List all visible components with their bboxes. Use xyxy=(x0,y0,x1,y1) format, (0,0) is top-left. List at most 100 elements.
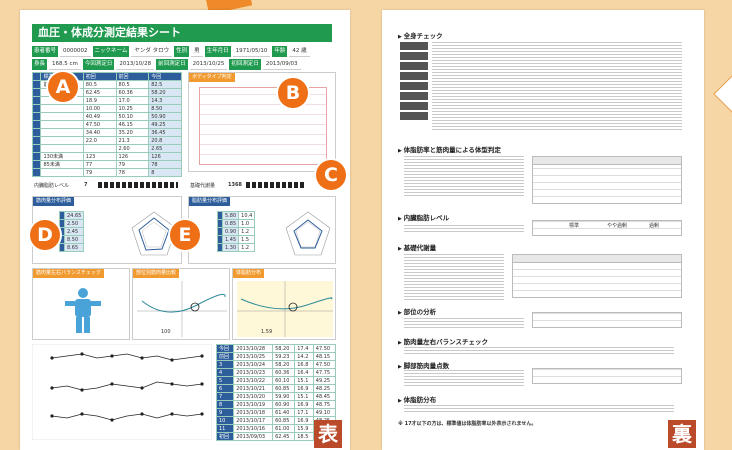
table-cell: 126 xyxy=(115,152,150,161)
info-value: 2013/10/28 xyxy=(116,59,155,70)
table-cell: 8.50 xyxy=(63,235,85,244)
visceral-value: 7 xyxy=(84,182,88,188)
back-stamp: 裏 xyxy=(668,420,696,448)
table-cell: 1.30 xyxy=(221,243,240,252)
check-label xyxy=(400,52,428,60)
table-cell: 20.8 xyxy=(148,136,182,145)
patient-info-row-1: 患者番号 0000002 ニックネーム ヤンダ タロウ 性別 男 生年月日 19… xyxy=(32,46,332,57)
column-header: 初回 xyxy=(82,72,117,81)
column-header: 前回 xyxy=(115,72,150,81)
level-label: 標準 xyxy=(569,223,580,229)
table-cell: 24.65 xyxy=(63,211,85,220)
panel-title: 筋肉量分布評価 xyxy=(33,197,75,206)
info-label: 患者番号 xyxy=(32,46,59,57)
table-cell: 80.5 xyxy=(115,80,150,89)
table-cell: 18.9 xyxy=(82,96,117,105)
table-cell: 130未満 xyxy=(40,152,84,161)
table-cell: 60.36 xyxy=(272,368,296,377)
table-cell: 2013/10/16 xyxy=(233,424,274,433)
muscle-compare-chart xyxy=(137,281,227,337)
back-sheet: 全身チェック 体脂肪率と筋肉量による体型判定 内臓脂肪レベル 標準 やや過剰 過… xyxy=(382,10,704,450)
table-cell: 49.25 xyxy=(148,120,182,129)
bmr-value: 1368 xyxy=(228,182,242,188)
table-cell xyxy=(31,168,42,177)
table-cell xyxy=(31,80,42,89)
info-value: 男 xyxy=(191,46,203,57)
table-cell: 9 xyxy=(215,408,235,417)
table-cell xyxy=(31,96,42,105)
table-cell: 8 xyxy=(148,168,182,177)
leg-score-text xyxy=(404,370,524,388)
table-cell: 2013/10/18 xyxy=(233,408,274,417)
history-line-charts xyxy=(32,344,212,440)
speech-tail-decoration xyxy=(713,75,732,113)
info-label: 初回測定日 xyxy=(229,59,261,70)
table-cell: 2.50 xyxy=(63,219,85,228)
fat-distribution-chart-panel: 体脂肪分布 1.59 xyxy=(232,268,336,340)
table-cell: 60.85 xyxy=(272,384,296,393)
table-cell: 16.4 xyxy=(294,368,314,377)
region-text xyxy=(404,316,524,330)
table-cell: 17.0 xyxy=(115,96,150,105)
table-cell: 5.80 xyxy=(221,211,240,220)
table-cell: 1.5 xyxy=(238,235,256,244)
table-cell xyxy=(31,104,42,113)
table-cell: 49.10 xyxy=(312,408,337,417)
table-row: 2.45 xyxy=(59,227,85,236)
leg-score-table xyxy=(532,368,682,384)
table-cell: 77 xyxy=(82,160,117,169)
table-cell: 79 xyxy=(82,168,117,177)
table-cell: 0.90 xyxy=(221,227,240,236)
info-label: 今回測定日 xyxy=(82,59,115,70)
check-label xyxy=(400,72,428,80)
section-title: 筋肉量左右バランスチェック xyxy=(398,336,488,346)
table-cell: 48.15 xyxy=(312,352,337,361)
panel-title: ボディタイプ判定 xyxy=(189,73,235,82)
table-cell: 14.3 xyxy=(148,96,182,105)
visceral-level-bar xyxy=(98,182,178,188)
table-cell: 前回 xyxy=(215,352,235,361)
table-cell: 7 xyxy=(215,392,235,401)
table-cell: 50.10 xyxy=(115,112,150,121)
badge-a: A xyxy=(48,72,78,102)
footnote: ※ 17才以下の方は、標準値は体脂肪率以外表示されません。 xyxy=(398,421,537,427)
table-cell: 18.5 xyxy=(294,432,314,441)
table-cell: 62.45 xyxy=(82,88,117,97)
table-cell: 2013/10/28 xyxy=(233,344,274,353)
table-cell: 123 xyxy=(82,152,117,161)
table-cell: 16.9 xyxy=(294,400,314,409)
table-cell xyxy=(31,88,42,97)
table-cell: 15.1 xyxy=(294,376,314,385)
section-title: 内臓脂肪レベル xyxy=(398,212,450,222)
table-cell: 3 xyxy=(215,360,235,369)
table-cell xyxy=(31,128,42,137)
check-label xyxy=(400,62,428,70)
compare-value: 100 xyxy=(161,329,171,335)
table-cell: 17.1 xyxy=(294,408,314,417)
table-cell: 62.45 xyxy=(272,432,296,441)
body-type-text xyxy=(404,156,524,198)
table-row: 8.65 xyxy=(59,243,85,252)
table-cell: 49.25 xyxy=(312,376,337,385)
section-title: 全身チェック xyxy=(398,30,443,40)
front-stamp: 表 xyxy=(314,420,342,448)
table-cell: 10 xyxy=(215,416,235,425)
table-cell: 2013/10/19 xyxy=(233,400,274,409)
table-cell: 85未満 xyxy=(40,160,84,169)
level-label: 過剰 xyxy=(649,223,660,229)
table-cell: 2013/10/25 xyxy=(233,352,274,361)
panel-title: 筋肉量左右バランスチェック xyxy=(33,269,104,278)
table-cell: 14.2 xyxy=(294,352,314,361)
